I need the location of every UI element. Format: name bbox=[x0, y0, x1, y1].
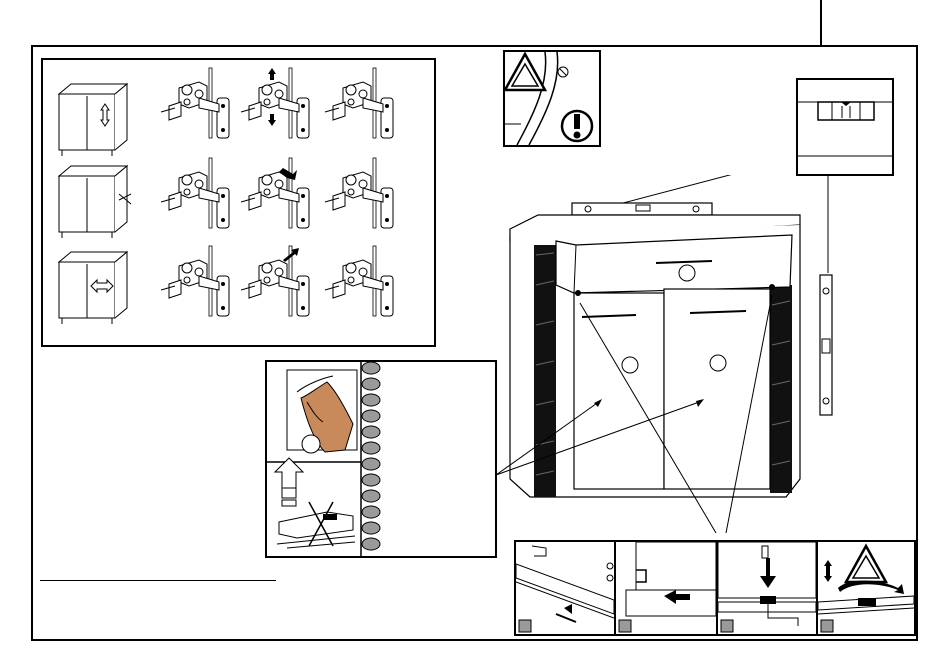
cabinet-depth-icon bbox=[59, 166, 131, 238]
hinge-icon bbox=[241, 68, 309, 138]
spirit-level-icon bbox=[820, 275, 832, 415]
hinge-icon bbox=[241, 158, 309, 228]
arrow-up-icon bbox=[275, 458, 303, 506]
hinge-icon bbox=[161, 68, 229, 138]
warning-triangle-icon bbox=[505, 54, 545, 90]
hinge-icon bbox=[241, 246, 309, 316]
cleaning-panel bbox=[265, 360, 497, 558]
no-chemicals-icon bbox=[277, 502, 355, 548]
step-panel-2 bbox=[614, 540, 718, 636]
hand-cloth-icon bbox=[287, 370, 357, 453]
spirit-level-icon bbox=[572, 203, 712, 215]
header-tab-line bbox=[820, 0, 822, 46]
step-panel-4 bbox=[816, 540, 916, 636]
hinge-adjustment-grid bbox=[43, 60, 434, 345]
pad-stack bbox=[362, 362, 380, 550]
warning-inset bbox=[503, 50, 601, 147]
hinge-icon bbox=[325, 68, 393, 138]
hinge-icon bbox=[325, 158, 393, 228]
spirit-level-icon bbox=[818, 102, 874, 120]
hinge-icon bbox=[161, 246, 229, 316]
cabinet-updown-icon bbox=[59, 84, 127, 156]
main-illustration bbox=[490, 175, 910, 535]
exclamation-icon bbox=[562, 111, 592, 141]
cabinet-sideways-icon bbox=[59, 252, 127, 324]
step-panel-1 bbox=[514, 540, 616, 636]
hinge-icon bbox=[325, 246, 393, 316]
step-panel-3 bbox=[716, 540, 818, 636]
footnote-rule bbox=[40, 580, 276, 581]
hinge-adjustment-panel bbox=[41, 58, 436, 347]
warning-triangle-icon bbox=[846, 546, 886, 582]
level-detail-inset bbox=[796, 78, 894, 176]
hinge-icon bbox=[161, 158, 229, 228]
drawer-runner-icon bbox=[516, 546, 614, 622]
